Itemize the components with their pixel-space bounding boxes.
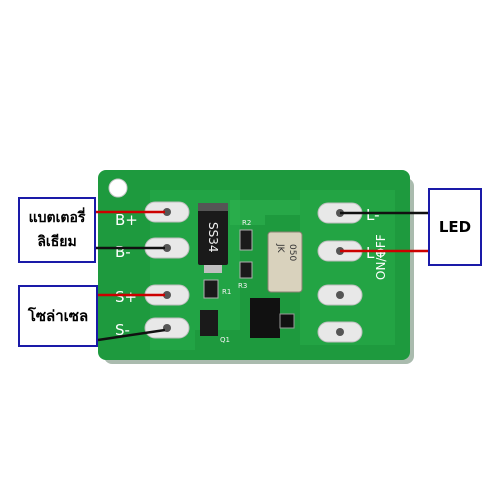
silk-r3: R3 [238, 282, 247, 290]
battery-label-line2: ลิเธียม [37, 234, 77, 250]
resistor-r3 [239, 261, 253, 279]
ic-side-part [279, 313, 295, 329]
diode-marking: SS34 [206, 222, 220, 253]
resistor-r1 [203, 279, 219, 299]
connection-wires [96, 210, 428, 342]
diode-body [198, 203, 228, 265]
silk-s-plus: S+ [115, 288, 137, 306]
led-label: LED [438, 218, 472, 236]
ic-chip [250, 298, 280, 338]
solar-label-box: โซล่าเซล [18, 285, 98, 347]
solar-label: โซล่าเซล [27, 307, 89, 325]
silk-l-plus: L+ [366, 244, 387, 262]
pad-hole [336, 328, 344, 336]
silk-q1: Q1 [220, 336, 230, 344]
led-label-box: LED [428, 188, 482, 266]
silk-on-off: ON/OFF [374, 234, 388, 280]
wire-solar-negative [97, 328, 166, 342]
pad-hole [163, 244, 171, 252]
resistor-r2 [239, 229, 253, 251]
silk-b-minus: B- [115, 243, 131, 261]
pad-hole [163, 208, 171, 216]
transistor-q1 [200, 310, 218, 336]
inductor-marking-1: JK [275, 243, 285, 254]
silk-s-minus: S- [115, 321, 130, 339]
mounting-hole [108, 178, 128, 198]
pad-hole [163, 291, 171, 299]
silk-b-plus: B+ [115, 211, 138, 229]
inductor-marking-2: 050 [287, 244, 297, 261]
battery-label-box: แบตเตอรี่ ลิเธียม [18, 197, 96, 263]
inductor-body [267, 231, 303, 293]
inductor: JK 050 [267, 231, 303, 293]
pad-hole [336, 291, 344, 299]
copper-trace [230, 200, 300, 225]
battery-label-line1: แบตเตอรี่ [28, 210, 86, 226]
diode-lead [204, 265, 222, 273]
silk-l-minus: L- [366, 206, 380, 224]
silk-r2: R2 [242, 219, 251, 227]
silk-r1: R1 [222, 288, 231, 296]
diode-cathode-band [198, 203, 228, 211]
copper-pour-right [300, 190, 395, 345]
diode-ss34: SS34 [198, 203, 228, 265]
left-pads [144, 201, 190, 339]
